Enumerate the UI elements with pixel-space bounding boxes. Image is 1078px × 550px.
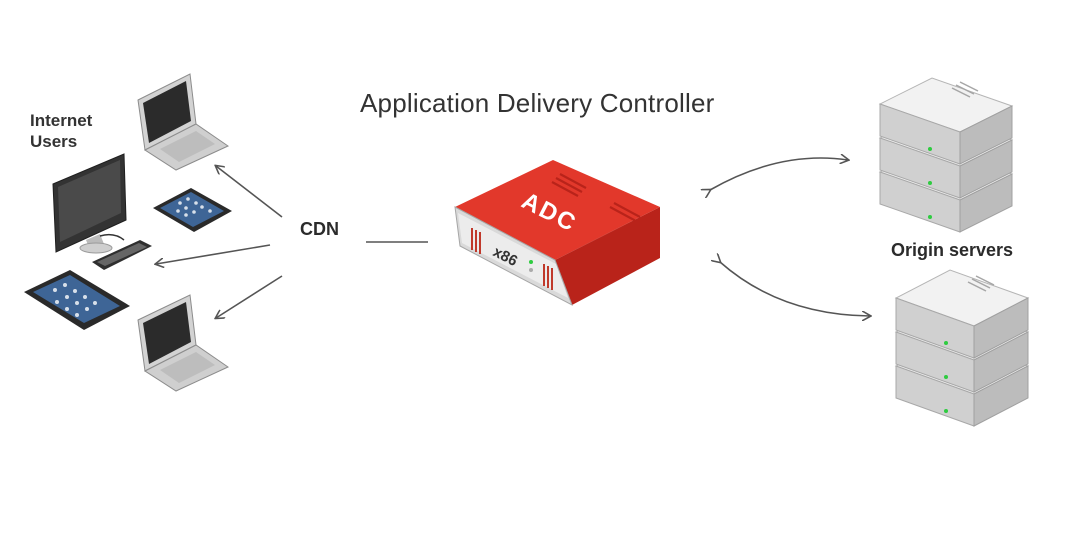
arrow-to-server-2 (720, 262, 870, 316)
arrow-to-laptop-2 (216, 275, 283, 318)
server-stack-icon-2 (894, 269, 1030, 427)
arrow-to-server-1 (710, 158, 848, 190)
server-stack-icon (878, 77, 1014, 233)
large-tablet-icon (24, 270, 130, 330)
keyboard-icon (92, 233, 152, 270)
internet-users-line-1: Internet (30, 111, 93, 130)
origin-servers-label: Origin servers (891, 240, 1014, 260)
internet-users-label: Internet Users (30, 110, 92, 152)
laptop-icon (137, 73, 230, 171)
arrow-to-desktop (156, 244, 271, 264)
server-arrows (710, 158, 870, 316)
arrow-to-laptop (216, 166, 283, 218)
desktop-monitor-icon (52, 153, 127, 254)
adc-appliance: ADC x86 (454, 160, 660, 307)
cdn-arrows (156, 166, 428, 318)
laptop-icon-2 (137, 294, 230, 392)
diagram-title: Application Delivery Controller (360, 88, 715, 118)
internet-users-line-2: Users (30, 132, 78, 151)
tablet-icon (153, 188, 232, 232)
cdn-label: CDN (300, 219, 339, 239)
